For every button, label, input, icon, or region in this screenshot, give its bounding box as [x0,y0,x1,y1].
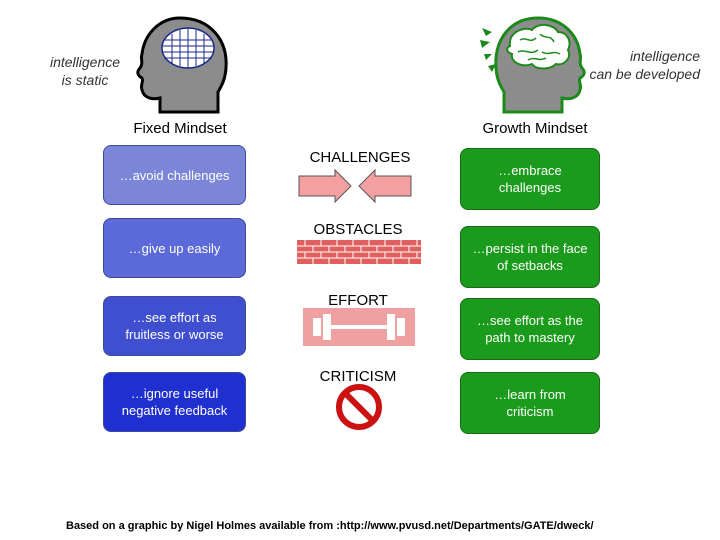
arrows-icon [298,168,412,204]
growth-note: intelligence can be developed [570,47,700,83]
label-effort: EFFORT [328,292,388,309]
growth-item-challenges: …embrace challenges [460,148,600,210]
fixed-head-icon [136,16,228,114]
fixed-note-line-2: is static [61,72,109,88]
no-sign-icon [336,384,382,430]
credit-line: Based on a graphic by Nigel Holmes avail… [66,520,594,532]
growth-item-criticism: …learn from criticism [460,372,600,434]
growth-head-icon [480,16,586,114]
growth-item-obstacles: …persist in the face of setbacks [460,226,600,288]
fixed-item-effort: …see effort as fruitless or worse [103,296,246,356]
label-obstacles: OBSTACLES [313,221,403,238]
fixed-item-obstacles: …give up easily [103,218,246,278]
fixed-note: intelligence is static [40,53,130,89]
label-criticism: CRITICISM [319,368,397,385]
growth-item-effort: …see effort as the path to mastery [460,298,600,360]
label-challenges: CHALLENGES [309,149,411,166]
growth-note-line-2: can be developed [589,66,700,82]
fixed-heading: Fixed Mindset [133,120,227,137]
growth-heading: Growth Mindset [482,120,588,137]
fixed-item-challenges: …avoid challenges [103,145,246,205]
dumbbell-icon [303,308,415,346]
brick-wall-icon [297,240,421,264]
fixed-item-criticism: …ignore useful negative feedback [103,372,246,432]
fixed-note-line-1: intelligence [49,54,121,70]
growth-note-line-1: intelligence [629,48,700,64]
